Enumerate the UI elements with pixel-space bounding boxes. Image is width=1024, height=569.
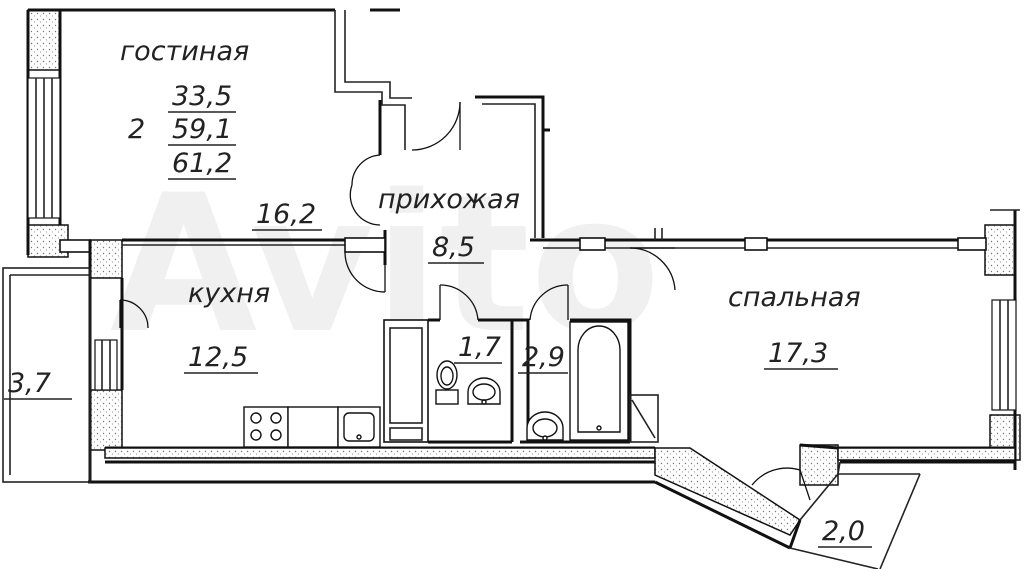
kitchen-name: кухня — [188, 278, 270, 309]
bathroom-sink-icon — [526, 411, 564, 441]
fixtures — [243, 321, 629, 448]
toilet-area: 1,7 — [458, 332, 501, 363]
living-area-value: 33,5 — [172, 81, 232, 112]
loggia-right — [789, 547, 879, 569]
bathtub-icon — [569, 321, 629, 441]
exterior-walls — [26, 8, 1021, 569]
loggia-left — [2, 267, 91, 483]
loggia-right-area: 2,0 — [822, 516, 865, 547]
hallway-area: 8,5 — [432, 232, 475, 263]
living-room-area: 16,2 — [256, 199, 316, 230]
room-labels: гостиная 33,5 2 59,1 61,2 16,2 прихожая … — [4, 36, 872, 548]
kitchen-counter — [287, 406, 339, 448]
rooms-count-value: 2 — [128, 114, 145, 145]
toilet-icon — [435, 360, 459, 405]
stove-icon — [243, 406, 289, 448]
bathroom-area: 2,9 — [522, 342, 565, 373]
living-room-name: гостиная — [120, 36, 249, 67]
bedroom-area: 17,3 — [768, 338, 828, 369]
hallway-name: прихожая — [378, 184, 520, 215]
total-with-balcony-value: 61,2 — [172, 148, 232, 179]
kitchen-sink-icon — [337, 406, 381, 448]
bedroom-name: спальная — [728, 282, 861, 313]
loggia-left-area: 3,7 — [8, 368, 51, 399]
kitchen-area: 12,5 — [188, 342, 248, 373]
total-area-value: 59,1 — [172, 114, 232, 145]
interior-partitions — [383, 318, 659, 444]
washbasin-icon — [467, 377, 501, 405]
doors — [344, 101, 811, 501]
